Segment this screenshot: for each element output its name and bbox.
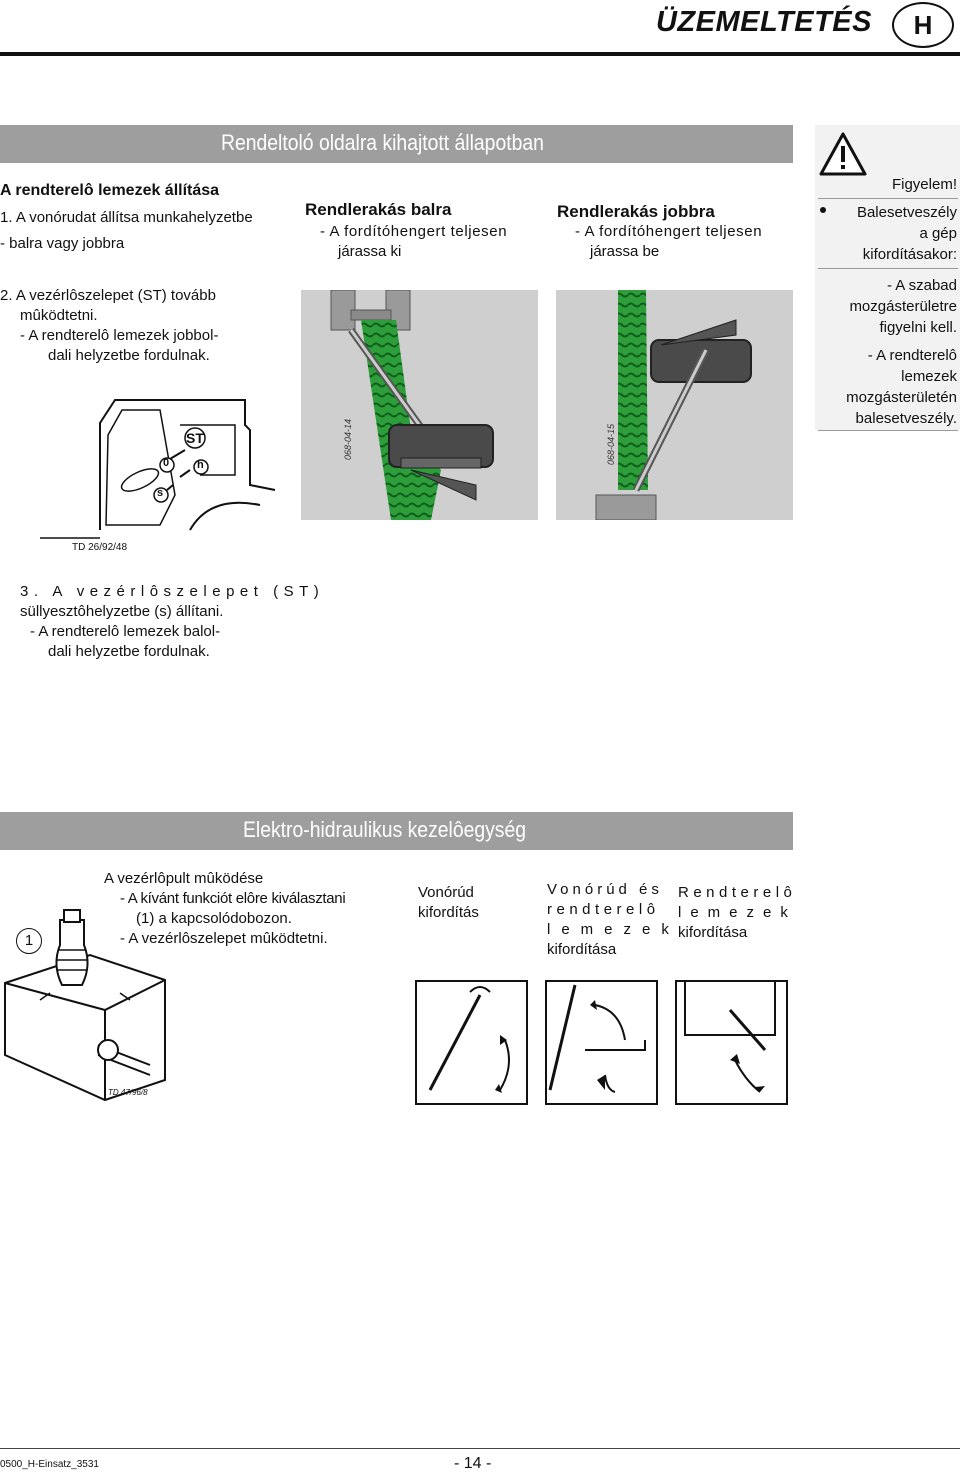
operation-line1: A vezérlôpult mûködése <box>104 870 264 887</box>
left-windrow-line1: - A fordítóhengert teljesen <box>320 223 508 240</box>
both-label-line3: lemezek <box>547 921 680 938</box>
adjust-heading: A rendterelô lemezek állítása <box>0 182 220 199</box>
step3-line2: süllyesztôhelyzetbe (s) állítani. <box>20 603 224 620</box>
both-label-line2: rendterelô <box>547 901 660 918</box>
right-windrow-line2: járassa be <box>590 243 660 260</box>
warning-item2-line1: - A rendterelô <box>867 347 957 364</box>
section-title-2: Elektro-hidraulikus kezelôegység <box>243 817 527 842</box>
right-windrow-heading: Rendlerakás jobbra <box>557 202 715 221</box>
left-windrow-illustration: 068-04-14 <box>330 290 494 520</box>
warning-item1-line3: figyelni kell. <box>879 319 957 336</box>
warning-bullet-line3: kifordításakor: <box>862 246 957 263</box>
footer-page-number: - 14 - <box>454 1455 492 1472</box>
left-windrow-fig-code: 068-04-14 <box>343 419 353 460</box>
step2-line3: - A rendterelô lemezek jobbol- <box>20 327 219 344</box>
step3-line4: dali helyzetbe fordulnak. <box>48 643 210 660</box>
operation-line3: (1) a kapcsolódobozon. <box>136 910 292 927</box>
warning-item2-line3: mozgásterületén <box>846 389 957 406</box>
drawbar-label-line1: Vonórúd <box>418 884 474 901</box>
step2-line4: dali helyzetbe fordulnak. <box>48 347 210 364</box>
step2-line1: 2. A vezérlôszelepet (ST) tovább <box>0 287 216 304</box>
warning-divider-3 <box>818 430 958 431</box>
warning-divider-1 <box>818 198 958 199</box>
label-s: s <box>157 487 164 499</box>
warning-item1-line1: - A szabad <box>886 277 957 294</box>
both-label-line4: kifordítása <box>547 941 617 958</box>
control-unit-illustration <box>4 909 166 1102</box>
plates-swing-diagram <box>675 980 788 1105</box>
left-windrow-line2: járassa ki <box>338 243 402 260</box>
section-band-1 <box>0 125 793 163</box>
footer-doc-code: 0500_H-Einsatz_3531 <box>0 1459 99 1470</box>
right-windrow-panel <box>556 290 793 520</box>
left-windrow-heading: Rendlerakás balra <box>305 200 452 219</box>
label-zero: 0 <box>163 457 170 469</box>
label-h: h <box>197 459 204 471</box>
step3-line1: 3. A vezérlôszelepet (ST) <box>20 583 325 600</box>
header-rule <box>0 52 960 56</box>
section-band-2 <box>0 812 793 850</box>
warning-item2-line4: balesetveszély. <box>855 410 957 427</box>
step3-line3: - A rendterelô lemezek balol- <box>30 623 221 640</box>
operation-line4: - A vezérlôszelepet mûködtetni. <box>120 930 328 947</box>
both-label-line1: Vonórúd és <box>547 881 663 898</box>
step2-line2: mûködtetni. <box>20 307 98 324</box>
step1-text: 1. A vonórudat állítsa munkahelyzetbe <box>0 209 253 226</box>
selector-marker-1: 1 <box>16 928 42 954</box>
drawbar-label-line2: kifordítás <box>418 904 479 921</box>
section-letter-badge: H <box>892 2 954 48</box>
right-windrow-illustration: 068-04-15 <box>595 290 752 520</box>
control-fig-code: TD 47/96/8 <box>108 1088 148 1097</box>
drawbar-swing-diagram <box>415 980 528 1105</box>
step1b-text: - balra vagy jobbra <box>0 235 125 252</box>
page-title: ÜZEMELTETÉS <box>655 6 872 38</box>
footer-rule <box>0 1448 960 1449</box>
warning-box <box>815 125 960 430</box>
warning-bullet-line1: Balesetveszély <box>856 204 957 221</box>
warning-item1-line2: mozgásterületre <box>849 298 957 315</box>
section-title-1: Rendeltoló oldalra kihajtott állapotban <box>221 130 544 155</box>
warning-divider-2 <box>818 268 958 269</box>
label-st: ST <box>186 430 204 446</box>
right-windrow-fig-code: 068-04-15 <box>606 423 616 465</box>
plates-label-line2: lemezek <box>678 904 797 921</box>
tractor-fig-code: TD 26/92/48 <box>72 542 128 553</box>
bullet-dot <box>820 207 826 213</box>
warning-title: Figyelem! <box>891 176 957 193</box>
plates-label-line3: kifordítása <box>678 924 748 941</box>
tractor-cab-illustration <box>40 399 276 539</box>
warning-bullet-line2: a gép <box>919 225 957 242</box>
warning-item2-line2: lemezek <box>901 368 957 385</box>
warning-triangle-icon <box>819 132 867 176</box>
right-windrow-line1: - A fordítóhengert teljesen <box>575 223 763 240</box>
drawbar-and-plates-diagram <box>545 980 658 1105</box>
plates-label-line1: Rendterelô <box>678 884 797 901</box>
operation-line2: - A kívánt funkciót elôre kiválasztani <box>120 890 346 907</box>
